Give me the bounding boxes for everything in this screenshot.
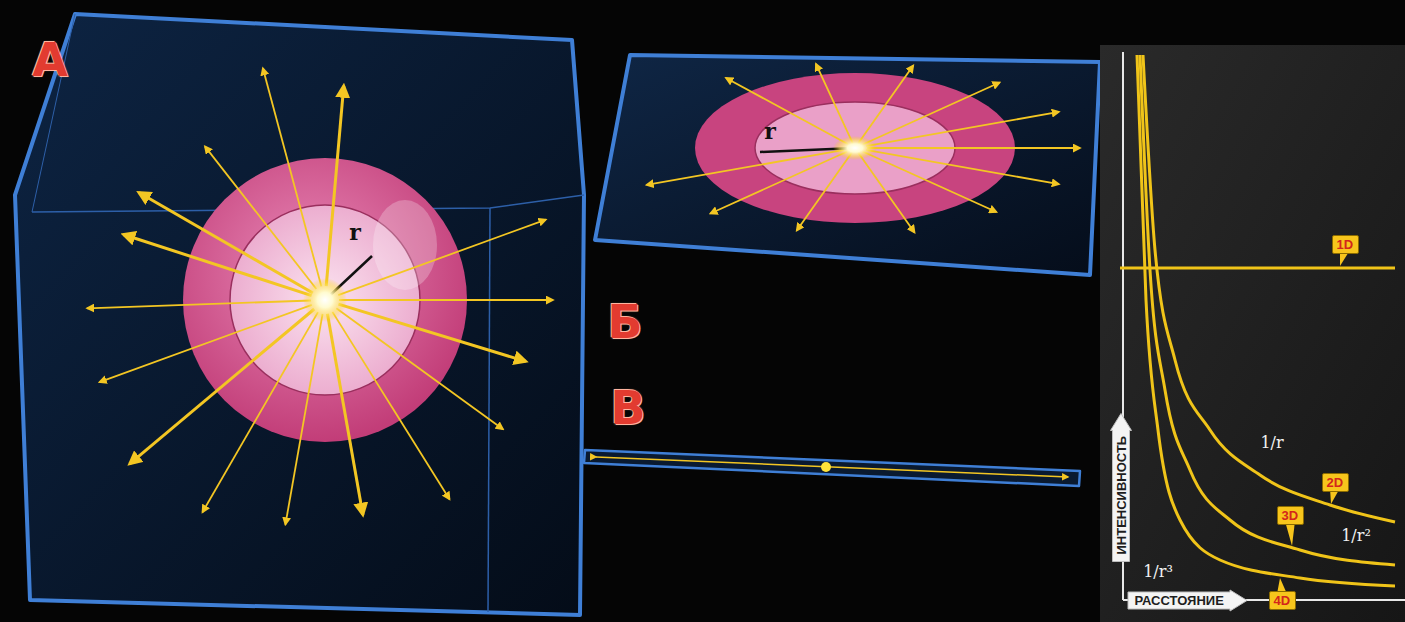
rays	[647, 64, 1080, 233]
node-text: 4D	[1274, 593, 1291, 608]
ray	[339, 299, 553, 301]
curves	[1137, 55, 1395, 586]
radius-label: r	[764, 118, 776, 144]
dimension-tag: 1D	[1332, 235, 1359, 254]
intensity-curve	[1137, 55, 1395, 586]
node-text: 2D	[1327, 475, 1344, 490]
source-glow	[833, 136, 877, 160]
node-text: 3D	[1282, 508, 1299, 523]
formula-label: 1/r	[1260, 433, 1283, 452]
source-dot	[821, 462, 831, 472]
cube-edge	[32, 14, 75, 212]
arrow-fill	[1128, 590, 1247, 611]
axis-label: РАССТОЯНИЕ	[1128, 590, 1247, 611]
intensity-curve	[1140, 55, 1395, 565]
panel-letter: В	[610, 381, 645, 435]
rays	[87, 68, 553, 524]
ray	[338, 304, 525, 361]
ray	[123, 234, 311, 295]
ray	[866, 150, 1059, 184]
ray	[858, 65, 913, 143]
ray	[326, 86, 344, 286]
ray	[87, 300, 311, 308]
formula-label: 1/r³	[1143, 562, 1173, 581]
ray	[647, 150, 845, 185]
ray	[130, 309, 315, 464]
dimension-tag: 2D	[1322, 473, 1349, 492]
tag-pointer	[1285, 521, 1295, 546]
dimension-tag: 4D	[1269, 591, 1296, 610]
ray	[203, 312, 319, 512]
chart-panel	[1100, 45, 1405, 622]
node-text: ИНТЕНСИВНОСТЬ	[1114, 435, 1129, 554]
ray	[863, 151, 997, 212]
panel-letter: А	[32, 33, 68, 87]
ray	[139, 193, 313, 294]
ray	[867, 147, 1080, 149]
plane	[595, 55, 1100, 275]
ray	[726, 78, 848, 144]
line-space	[584, 450, 1080, 486]
ray	[99, 305, 311, 382]
arrow-fill	[1111, 413, 1132, 561]
cube-edge	[488, 208, 490, 612]
ray	[596, 457, 1068, 477]
panel-letter: Б	[607, 295, 642, 349]
curve-1d	[1120, 267, 1395, 270]
tag-pointers	[1277, 250, 1350, 594]
ray	[816, 64, 853, 144]
node-text: 1D	[1337, 237, 1354, 252]
radius-label: r	[349, 219, 361, 245]
axis-label: ИНТЕНСИВНОСТЬ	[1111, 413, 1132, 561]
highlight	[373, 200, 437, 290]
formula-label: 1/r²	[1341, 526, 1371, 545]
ray	[285, 314, 322, 525]
ray	[332, 312, 449, 499]
ray	[336, 308, 503, 429]
ray	[327, 314, 362, 515]
ray	[263, 68, 321, 286]
node-text: РАССТОЯНИЕ	[1135, 593, 1224, 608]
ray	[858, 152, 914, 232]
ray	[866, 112, 1059, 146]
ray	[797, 152, 852, 230]
dimension-tag: 3D	[1277, 506, 1304, 525]
source-glow	[303, 278, 347, 322]
cube	[15, 14, 584, 615]
